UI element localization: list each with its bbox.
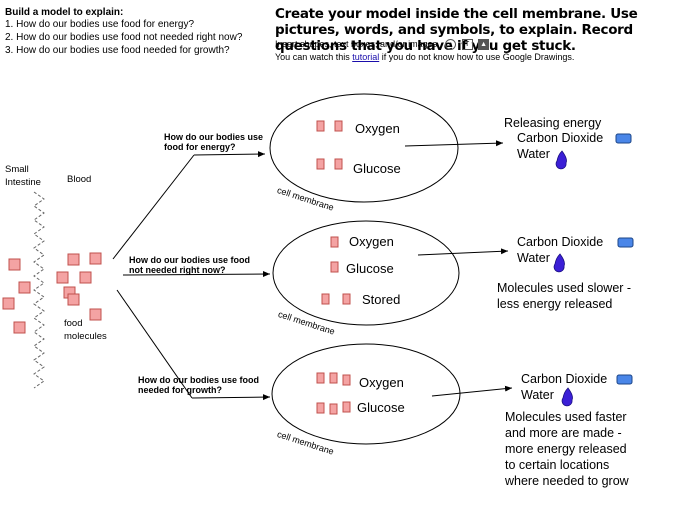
carbon-dioxide-icon [616,374,633,385]
oxygen-molecule [316,372,325,384]
oxygen-label: Oxygen [349,234,394,249]
food-molecule [56,271,69,284]
oxygen-molecule [334,120,343,132]
glucose-molecule [316,402,325,414]
oxygen-label: Oxygen [355,121,400,136]
food-molecule [8,258,21,271]
food-molecule [13,321,26,334]
glucose-molecule [329,403,338,415]
stored-label: Stored [362,292,401,307]
intestine-wall-wave [33,191,45,389]
food-molecule [67,253,80,266]
cell-membrane-growth [271,343,461,445]
question-not-needed: How do our bodies use food not needed ri… [129,255,250,275]
branch-line-energy-arrow [193,151,266,158]
food-molecule [67,293,80,306]
glucose-label: Glucose [357,400,405,415]
water-label: Water [521,388,554,402]
oxygen-molecule [330,236,339,248]
storage-note: Molecules used slower - less energy rele… [497,281,632,311]
insert-note: Insert shapes, text boxes, and/or images… [275,39,440,49]
water-drop-icon [561,387,573,407]
cell-membrane-storage [272,220,460,326]
food-molecules-group [2,252,102,334]
food-molecules-label: food molecules [64,318,107,342]
carbon-dioxide-label: Carbon Dioxide [521,372,608,386]
branch-line-growth [116,289,193,399]
cell-molecules-group [316,120,351,415]
branch-line-growth-arrow [191,394,271,401]
food-molecule [2,297,15,310]
header-title: Create your model inside the cell membra… [275,6,638,54]
instruction-item-2: 2. How do our bodies use food not needed… [5,32,243,43]
water-drop-icon [553,253,565,273]
instruction-item-1: 1. How do our bodies use food for energy… [5,19,195,30]
food-molecule [89,252,102,265]
oxygen-molecule [329,372,338,384]
branch-line-energy [112,154,195,260]
instructions-title: Build a model to explain: [5,7,124,18]
glucose-molecule [334,158,343,170]
output-arrow-storage [417,248,509,256]
glucose-label: Glucose [353,161,401,176]
glucose-molecule [342,401,351,413]
tutorial-link[interactable]: tutorial [352,52,380,62]
stored-molecule [342,293,351,305]
instruction-item-3: 3. How do our bodies use food needed for… [5,45,230,56]
carbon-dioxide-label: Carbon Dioxide [517,235,604,249]
cell-membrane-energy [269,93,459,203]
output-arrow-growth [431,385,513,397]
releasing-energy-label: Releasing energy [504,116,602,130]
oxygen-molecule [342,374,351,386]
water-label: Water [517,251,550,265]
text-box-icon[interactable]: T [461,39,473,51]
blood-label: Blood [67,174,92,185]
carbon-dioxide-icon [615,133,632,144]
glucose-molecule [316,158,325,170]
tutorial-after: if you do not know how to use Google Dra… [379,52,575,62]
comment-icon[interactable]: • [445,39,457,51]
small-intestine-label: Small Intestine [5,164,41,188]
insert-note-row: Insert shapes, text boxes, and/or images… [275,39,490,51]
food-molecule [79,271,92,284]
tutorial-note: You can watch this tutorial if you do no… [275,52,574,62]
question-growth: How do our bodies use food needed for gr… [138,375,259,395]
oxygen-label: Oxygen [359,375,404,390]
output-arrow-energy [404,140,504,147]
question-energy: How do our bodies use food for energy? [164,132,264,152]
water-label: Water [517,147,550,161]
food-molecule [89,308,102,321]
growth-note: Molecules used faster and more are made … [505,410,629,488]
tutorial-before: You can watch this [275,52,353,62]
water-drop-icon [555,150,567,170]
food-molecule [18,281,31,294]
carbon-dioxide-label: Carbon Dioxide [517,131,604,145]
carbon-dioxide-icon [617,237,634,248]
image-icon[interactable]: ▲ [478,39,490,51]
branch-line-storage-arrow [122,271,271,278]
stored-molecule [321,293,330,305]
glucose-label: Glucose [346,261,394,276]
oxygen-molecule [316,120,325,132]
glucose-molecule [330,261,339,273]
